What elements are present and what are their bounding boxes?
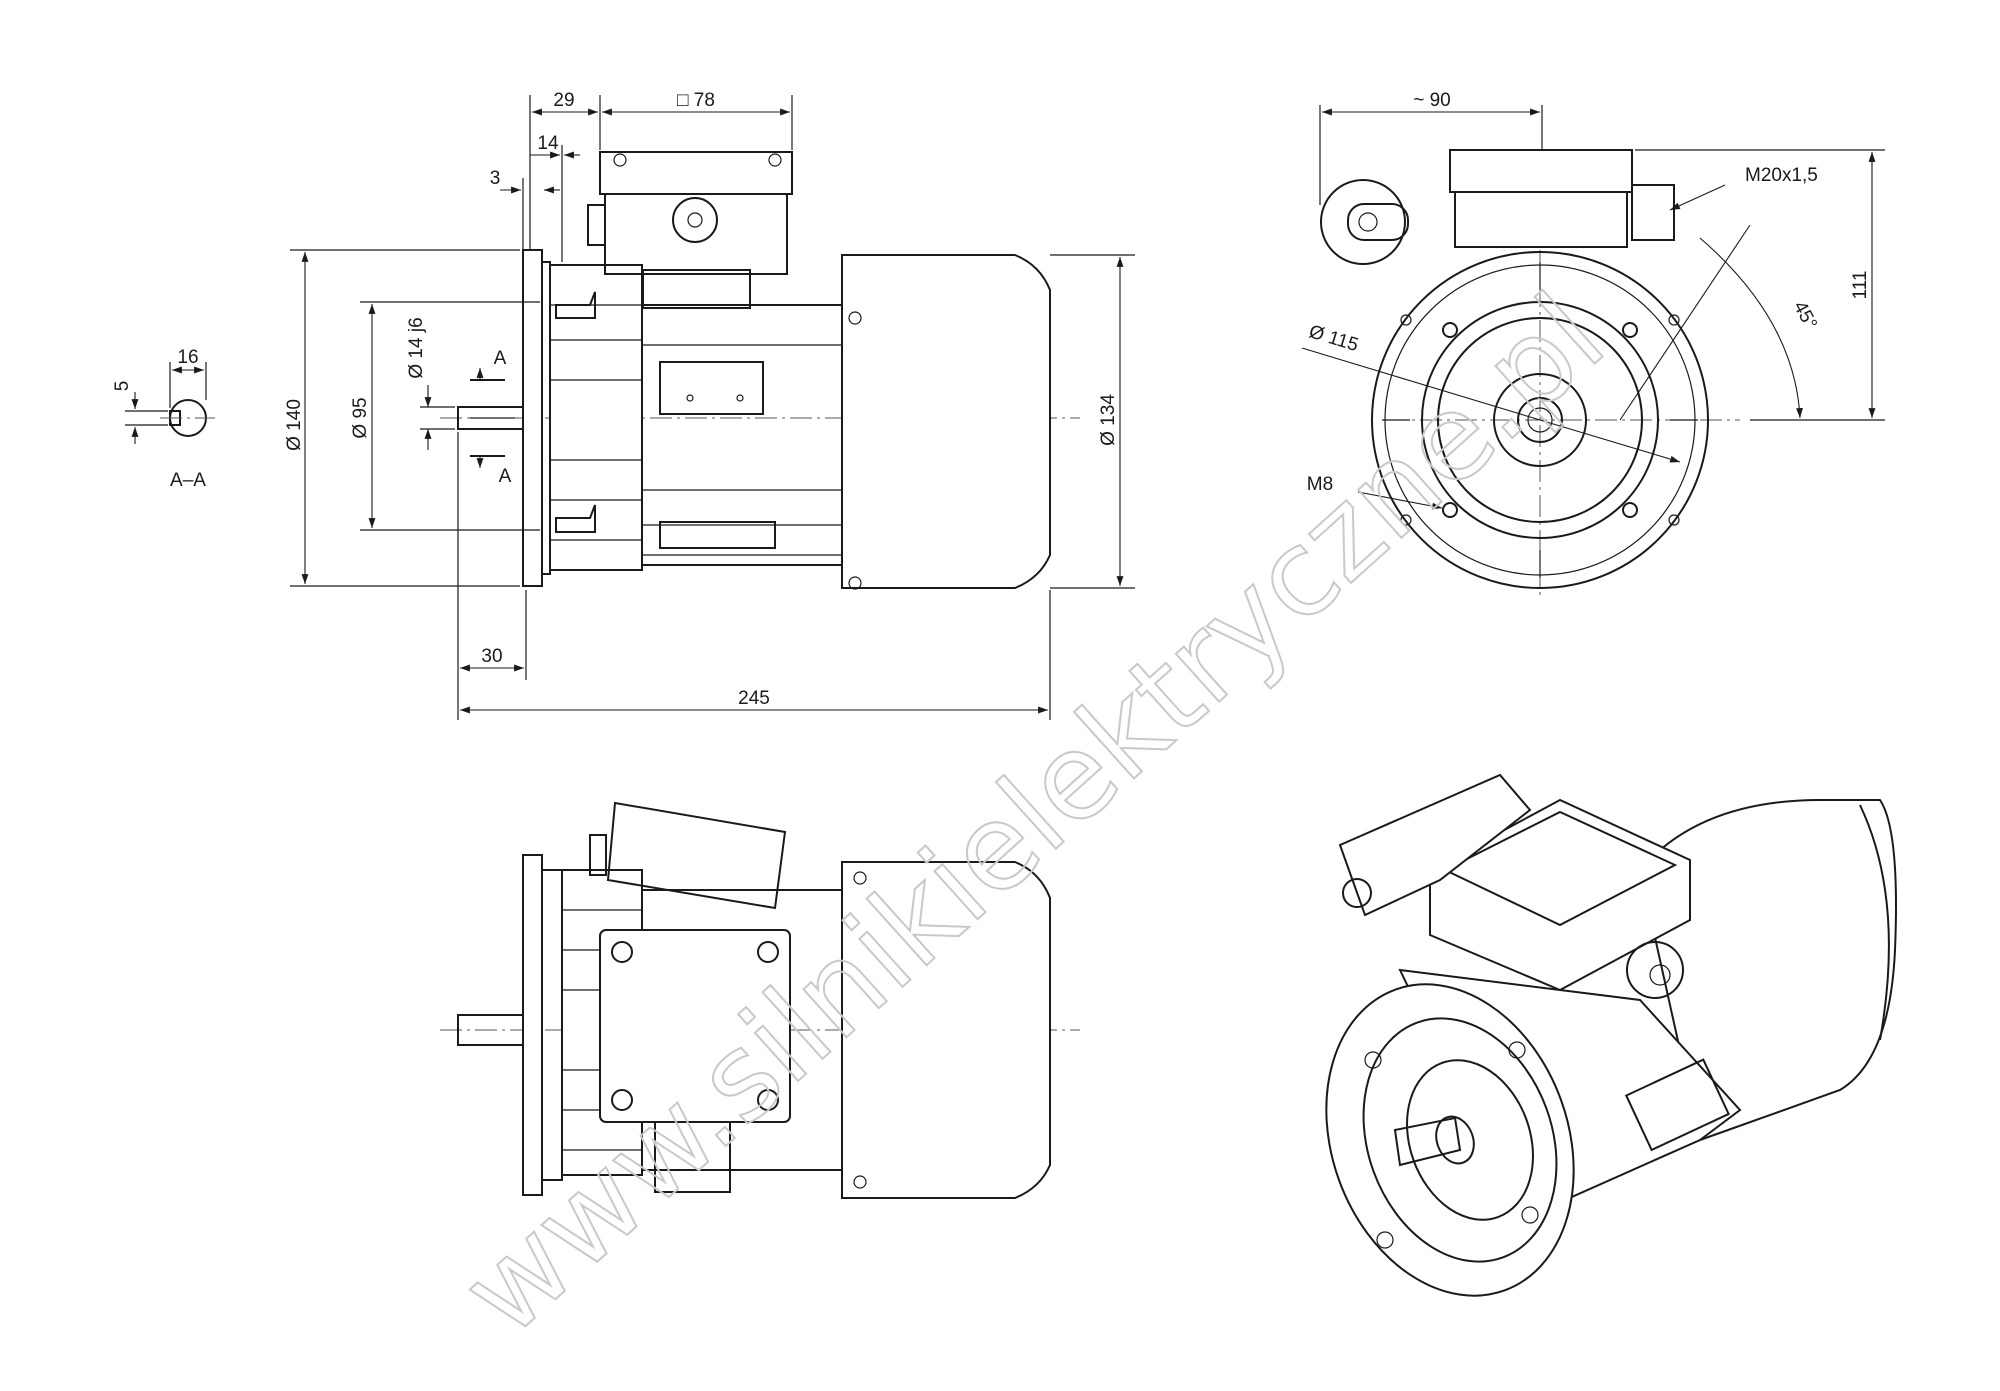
end-terminal-box: [1449, 149, 1633, 193]
key-width: 16: [177, 347, 198, 368]
section-label: A–A: [170, 470, 206, 491]
dim-angle: 45°: [1789, 298, 1821, 333]
dim-end-height: 111: [1850, 271, 1871, 300]
dim-shaft-len: 30: [481, 646, 502, 667]
brake-lever: [1320, 179, 1406, 265]
iso-flange: [1325, 983, 1575, 1297]
key-depth: 5: [112, 381, 133, 392]
section-marker-bottom: A: [499, 466, 512, 487]
section-marker-top: A: [494, 348, 507, 369]
fan-cover: [841, 254, 1051, 589]
name-plate: [659, 361, 764, 415]
section-a-a: 16 5 A–A: [112, 347, 215, 491]
dim-bolt-circle: Ø 115: [1306, 321, 1360, 356]
dim-spigot-len: 3: [490, 168, 501, 189]
end-view: ~ 90 111 Ø 115 M20x1,5 45° M8: [1301, 90, 1885, 600]
front-view: Ø 140 Ø 95 Ø 14 j6 Ø 134 29 □ 78 14 3 30…: [284, 90, 1135, 720]
terminal-box: [599, 151, 793, 195]
dim-box-size: □ 78: [677, 90, 715, 111]
dim-shaft-dia: Ø 14 j6: [406, 317, 427, 378]
dim-flange-thk: 14: [537, 133, 559, 154]
dim-box-offset: 29: [553, 90, 574, 111]
dim-spigot-dia: Ø 95: [350, 397, 371, 438]
dim-gland: M20x1,5: [1745, 165, 1818, 186]
end-flange-outer: [1371, 251, 1709, 589]
dim-thread: M8: [1307, 474, 1333, 495]
iso-terminal-box: [1429, 798, 1691, 992]
dim-flange-dia: Ø 140: [284, 399, 305, 451]
dim-total-len: 245: [738, 688, 770, 709]
top-view: [440, 801, 1080, 1199]
flange: [522, 249, 543, 587]
dim-cover-dia: Ø 134: [1098, 394, 1119, 446]
dim-end-width: ~ 90: [1413, 90, 1451, 111]
isometric-view: [1325, 773, 1897, 1297]
front-view-dimensions: [290, 95, 1135, 720]
top-fan-cover: [841, 861, 1051, 1199]
flange-bolt-holes: [1400, 314, 1680, 526]
